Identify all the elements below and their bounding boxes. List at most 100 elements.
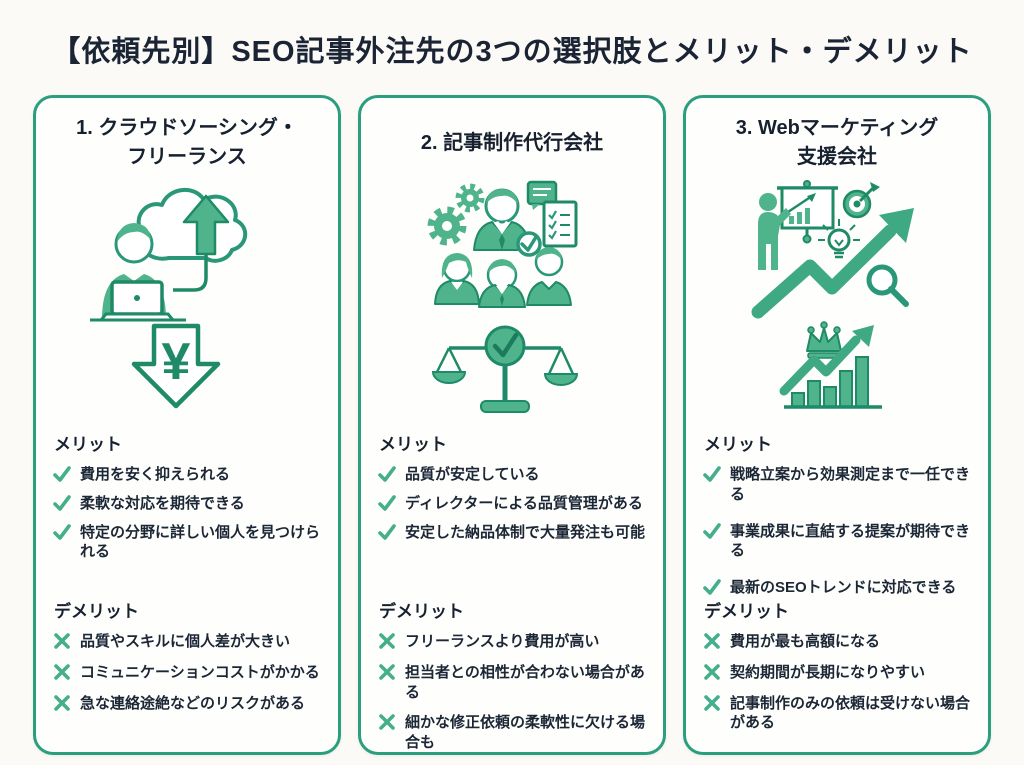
check-icon <box>378 523 396 540</box>
merit-item-text: 品質が安定している <box>405 466 540 483</box>
card-illustration <box>702 174 972 424</box>
cloud-icon <box>136 188 248 263</box>
marketing-growth-arrow-presenter-target-crown-chart-icon <box>751 180 914 409</box>
merit-item: 事業成果に直結する提案が期待できる <box>702 522 972 562</box>
demerit-item-text: 費用が最も高額になる <box>730 633 881 650</box>
demerit-item-text: 担当者との相性が合わない場合がある <box>405 663 645 701</box>
merit-list: 品質が安定している ディレクターによる品質管理がある 安定した納品体制で大量発注… <box>377 465 647 591</box>
document-icon <box>526 180 578 248</box>
upload-arrow-icon <box>173 194 230 292</box>
merit-item-text: 柔軟な対応を期待できる <box>80 494 245 512</box>
demerit-item: 費用が最も高額になる <box>702 632 972 652</box>
merit-label: メリット <box>704 435 772 454</box>
cross-icon <box>704 663 720 680</box>
merit-label: メリット <box>54 435 122 454</box>
demerit-item: 急な連絡途絶などのリスクがある <box>52 694 322 714</box>
demerit-item: コミュニケーションコストがかかる <box>52 663 322 683</box>
yen-symbol: ¥ <box>162 333 191 391</box>
merit-item: 柔軟な対応を期待できる <box>52 494 322 514</box>
check-icon <box>703 579 721 595</box>
card-title-line1: 3. Webマーケティング <box>735 117 939 139</box>
check-icon <box>53 466 71 482</box>
card-article-production-agency: 2. 記事制作代行会社 <box>358 95 666 755</box>
merit-list: 費用を安く抑えられる 柔軟な対応を期待できる 特定の分野に詳しい個人を見つけられ… <box>52 465 322 591</box>
demerit-item-text: フリーランスより費用が高い <box>405 633 600 650</box>
demerit-label: デメリット <box>379 602 464 621</box>
magnifier-icon <box>866 264 909 307</box>
merit-item: ディレクターによる品質管理がある <box>377 494 647 514</box>
card-illustration: ¥ <box>52 174 322 424</box>
check-icon <box>703 466 721 482</box>
merit-item-text: 事業成果に直結する提案が期待できる <box>730 522 971 560</box>
demerit-label: デメリット <box>704 602 789 621</box>
cross-icon <box>379 663 395 680</box>
cross-icon <box>379 633 395 649</box>
freelancer-person-icon <box>90 223 186 322</box>
merit-item: 戦略立案から効果測定まで一任できる <box>702 465 972 505</box>
demerit-label: デメリット <box>54 602 139 621</box>
freelancer-laptop-cloud-upload-yen-down-arrow-icon: ¥ <box>90 188 248 409</box>
cross-icon <box>54 663 70 680</box>
merit-item: 品質が安定している <box>377 465 647 485</box>
card-title-line2: フリーランス <box>127 146 247 168</box>
demerit-item-text: 急な連絡途絶などのリスクがある <box>80 694 306 712</box>
cross-icon <box>54 694 70 711</box>
lightbulb-icon <box>818 219 860 259</box>
demerit-item-text: 記事制作のみの依頼は受けない場合がある <box>730 694 971 732</box>
check-icon <box>378 494 396 511</box>
cross-icon <box>379 714 395 731</box>
director-person-icon <box>473 188 542 257</box>
demerit-item: 記事制作のみの依頼は受けない場合がある <box>702 694 972 734</box>
demerit-item: 細かな修正依頼の柔軟性に欠ける場合も <box>377 713 647 753</box>
merit-item: 安定した納品体制で大量発注も可能 <box>377 523 647 543</box>
presenter-whiteboard-icon <box>758 180 838 270</box>
demerit-list: 費用が最も高額になる 契約期間が長期になりやすい 記事制作のみの依頼は受けない場… <box>702 632 972 733</box>
cross-icon <box>704 633 720 649</box>
card-illustration <box>377 174 647 424</box>
crown-icon <box>806 321 842 359</box>
check-icon <box>703 522 721 539</box>
check-icon <box>53 494 71 511</box>
card-title: 1. クラウドソーシング・ フリーランス <box>52 112 322 174</box>
card-title: 3. Webマーケティング 支援会社 <box>702 112 972 174</box>
card-title-line1: 2. 記事制作代行会社 <box>420 131 604 154</box>
check-icon <box>53 523 71 540</box>
merit-item-text: 安定した納品体制で大量発注も可能 <box>405 523 646 541</box>
cards-row: 1. クラウドソーシング・ フリーランス <box>0 95 1024 755</box>
demerit-item: 品質やスキルに個人差が大きい <box>52 632 322 652</box>
editorial-team-gears-checklist-balance-scale-icon <box>427 180 579 413</box>
merit-item-text: 費用を安く抑えられる <box>80 466 231 483</box>
target-icon <box>842 182 880 219</box>
cross-icon <box>54 633 70 649</box>
merit-item: 特定の分野に詳しい個人を見つけられる <box>52 523 322 563</box>
balance-scale-icon <box>431 325 579 413</box>
card-web-marketing-support-company: 3. Webマーケティング 支援会社 <box>683 95 991 755</box>
card-title-line2: 支援会社 <box>797 146 877 168</box>
cross-icon <box>704 694 720 711</box>
yen-down-arrow-icon: ¥ <box>131 323 221 409</box>
demerit-item-text: 細かな修正依頼の柔軟性に欠ける場合も <box>405 714 646 752</box>
gear-icon <box>427 183 485 246</box>
team-members-icon <box>434 247 572 308</box>
merit-label: メリット <box>379 435 447 454</box>
merit-item: 費用を安く抑えられる <box>52 465 322 485</box>
card-title-line1: 1. クラウドソーシング・ <box>76 117 298 139</box>
merit-list: 戦略立案から効果測定まで一任できる 事業成果に直結する提案が期待できる 最新のS… <box>702 465 972 596</box>
demerit-item-text: コミュニケーションコストがかかる <box>80 663 320 681</box>
merit-item: 最新のSEOトレンドに対応できる <box>702 578 972 598</box>
demerit-item: 契約期間が長期になりやすい <box>702 663 972 683</box>
merit-item-text: 特定の分野に詳しい個人を見つけられる <box>80 523 321 561</box>
merit-item-text: 戦略立案から効果測定まで一任できる <box>730 466 971 503</box>
merit-item-text: 最新のSEOトレンドに対応できる <box>730 579 957 597</box>
card-crowdsourcing-freelance: 1. クラウドソーシング・ フリーランス <box>33 95 341 755</box>
check-icon <box>378 466 396 482</box>
demerit-item: フリーランスより費用が高い <box>377 632 647 652</box>
bar-chart-icon <box>779 325 882 409</box>
page-title: 【依頼先別】SEO記事外注先の3つの選択肢とメリット・デメリット <box>51 36 973 68</box>
demerit-item-text: 契約期間が長期になりやすい <box>730 663 926 681</box>
card-title: 2. 記事制作代行会社 <box>377 112 647 174</box>
demerit-list: フリーランスより費用が高い 担当者との相性が合わない場合がある 細かな修正依頼の… <box>377 632 647 753</box>
demerit-item: 担当者との相性が合わない場合がある <box>377 663 647 703</box>
merit-item-text: ディレクターによる品質管理がある <box>405 494 643 512</box>
